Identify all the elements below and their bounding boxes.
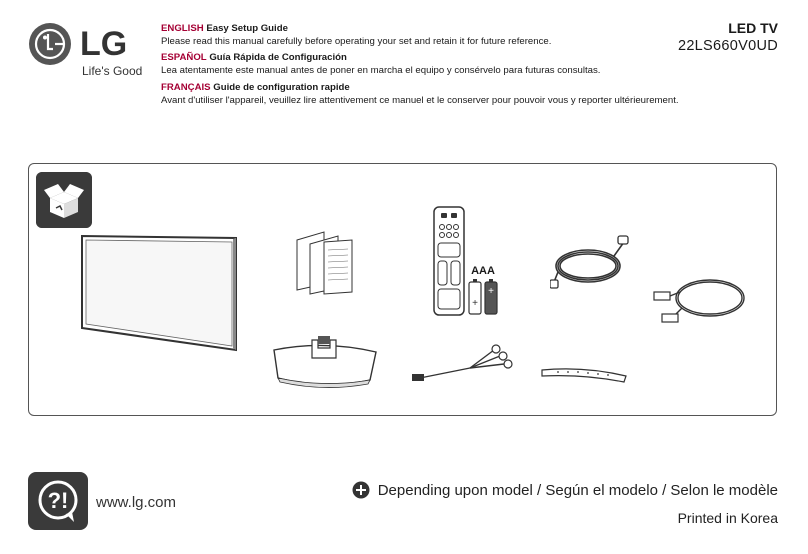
language-name: FRANÇAIS	[161, 82, 211, 93]
language-title: Guía Rápida de Configuración	[209, 52, 347, 63]
language-description: Lea atentamente este manual antes de pon…	[161, 65, 601, 76]
english-block: ENGLISH Easy Setup Guide Please read thi…	[161, 22, 551, 48]
french-block: FRANÇAIS Guide de configuration rapide A…	[161, 81, 679, 107]
stand-base-illustration	[273, 336, 377, 388]
product-type: LED TV	[728, 20, 778, 36]
spanish-block: ESPAÑOL Guía Rápida de Configuración Lea…	[161, 51, 600, 77]
brand-wordmark: LG	[80, 25, 128, 63]
manual-booklets-illustration	[296, 231, 353, 295]
contents-panel	[28, 163, 777, 416]
cable-tie-illustration	[541, 368, 627, 383]
batteries-illustration: + +	[468, 279, 498, 315]
plus-circle-icon	[352, 481, 370, 499]
tv-panel-illustration	[81, 234, 237, 352]
model-note-text: Depending upon model / Según el modelo /…	[377, 481, 778, 499]
open-box-icon	[36, 172, 92, 228]
website-link[interactable]: www.lg.com	[96, 494, 177, 511]
svg-text:+: +	[488, 286, 494, 297]
language-name: ESPAÑOL	[161, 52, 207, 63]
language-name: ENGLISH	[161, 23, 204, 34]
av-adapter-cable-illustration	[412, 344, 513, 381]
battery-label: AAA	[471, 265, 495, 277]
svg-text:?!: ?!	[48, 488, 69, 513]
remote-control-illustration	[433, 206, 465, 316]
svg-text:+: +	[472, 298, 478, 309]
language-description: Avant d'utiliser l'appareil, veuillez li…	[161, 95, 679, 106]
help-icon: ?!	[28, 472, 88, 530]
lan-cable-illustration	[653, 279, 745, 323]
power-cord-illustration	[550, 235, 629, 289]
lg-logo-icon	[29, 23, 71, 65]
printed-in: Printed in Korea	[677, 510, 778, 526]
brand-tagline: Life's Good	[82, 64, 143, 78]
language-title: Guide de configuration rapide	[213, 82, 350, 93]
model-number: 22LS660V0UD	[677, 38, 778, 54]
model-note: Depending upon model / Según el modelo /…	[352, 481, 778, 499]
language-description: Please read this manual carefully before…	[161, 36, 552, 47]
language-title: Easy Setup Guide	[206, 23, 288, 34]
